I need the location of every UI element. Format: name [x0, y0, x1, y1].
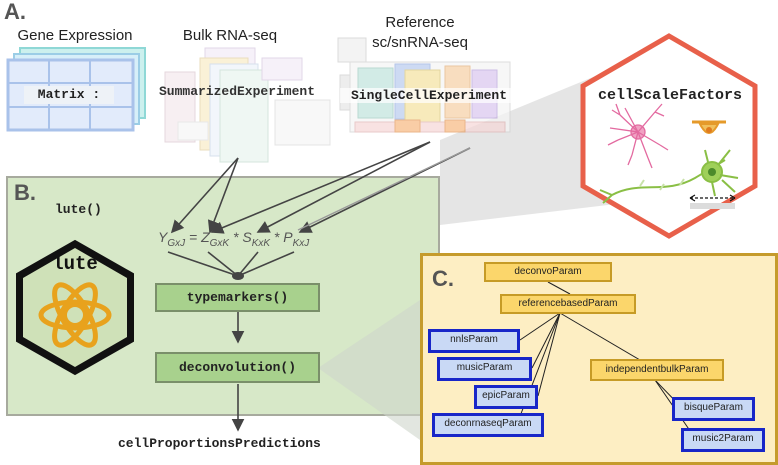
orange-cell-icon: [692, 120, 726, 134]
header-gene-expression: Gene Expression: [17, 27, 133, 44]
logo-text: lute: [52, 253, 98, 275]
merge-dot: [232, 272, 244, 280]
class-nnlsParam: nnlsParam: [428, 329, 520, 353]
header-scsnrnaseq: sc/snRNA-seq: [372, 34, 468, 51]
label-single-cell-experiment: SingleCellExperiment: [340, 88, 518, 103]
label-summarized-experiment: SummarizedExperiment: [158, 84, 316, 99]
deconvolution-equation: YGxJ = ZGxK * SKxK * PKxJ: [158, 229, 310, 249]
typemarkers-function-box: typemarkers(): [155, 283, 320, 312]
equation-arrows: [167, 251, 295, 277]
arrow-hex-to-p: [297, 147, 471, 231]
singlecell-illustration: [337, 37, 511, 133]
class-deconvoParam: deconvoParam: [484, 262, 612, 282]
lute-function-label: lute(): [55, 202, 102, 217]
measure-bar-icon: [689, 194, 736, 209]
section-label-c: C.: [432, 266, 454, 291]
class-epicParam: epicParam: [474, 385, 538, 409]
section-label-b: B.: [14, 180, 36, 205]
class-musicParam: musicParam: [437, 357, 532, 381]
output-label: cellProportionsPredictions: [118, 436, 321, 451]
green-neuron-icon: [599, 149, 739, 204]
label-matrix: Matrix :: [24, 86, 114, 104]
class-bisqueParam: bisqueParam: [672, 397, 755, 421]
zoom-wedge-panel-c: [318, 300, 420, 440]
section-label-a: A.: [4, 0, 26, 24]
class-independentbulkParam: independentbulkParam: [590, 359, 724, 381]
summarized-illustration: [164, 47, 331, 163]
class-hierarchy-lines: [516, 281, 696, 439]
header-reference: Reference: [385, 14, 455, 31]
hexagon-title: cellScaleFactors: [597, 87, 743, 104]
class-deconrnaseqParam: deconrnaseqParam: [432, 413, 544, 437]
lute-logo: [16, 239, 134, 376]
header-bulk-rnaseq: Bulk RNA-seq: [182, 27, 278, 44]
class-music2Param: music2Param: [681, 428, 765, 452]
hexagon-cellScaleFactors: [580, 33, 758, 239]
pink-neuron-icon: [607, 103, 669, 169]
deconvolution-function-box: deconvolution(): [155, 352, 320, 383]
class-referencebasedParam: referencebasedParam: [500, 294, 636, 314]
